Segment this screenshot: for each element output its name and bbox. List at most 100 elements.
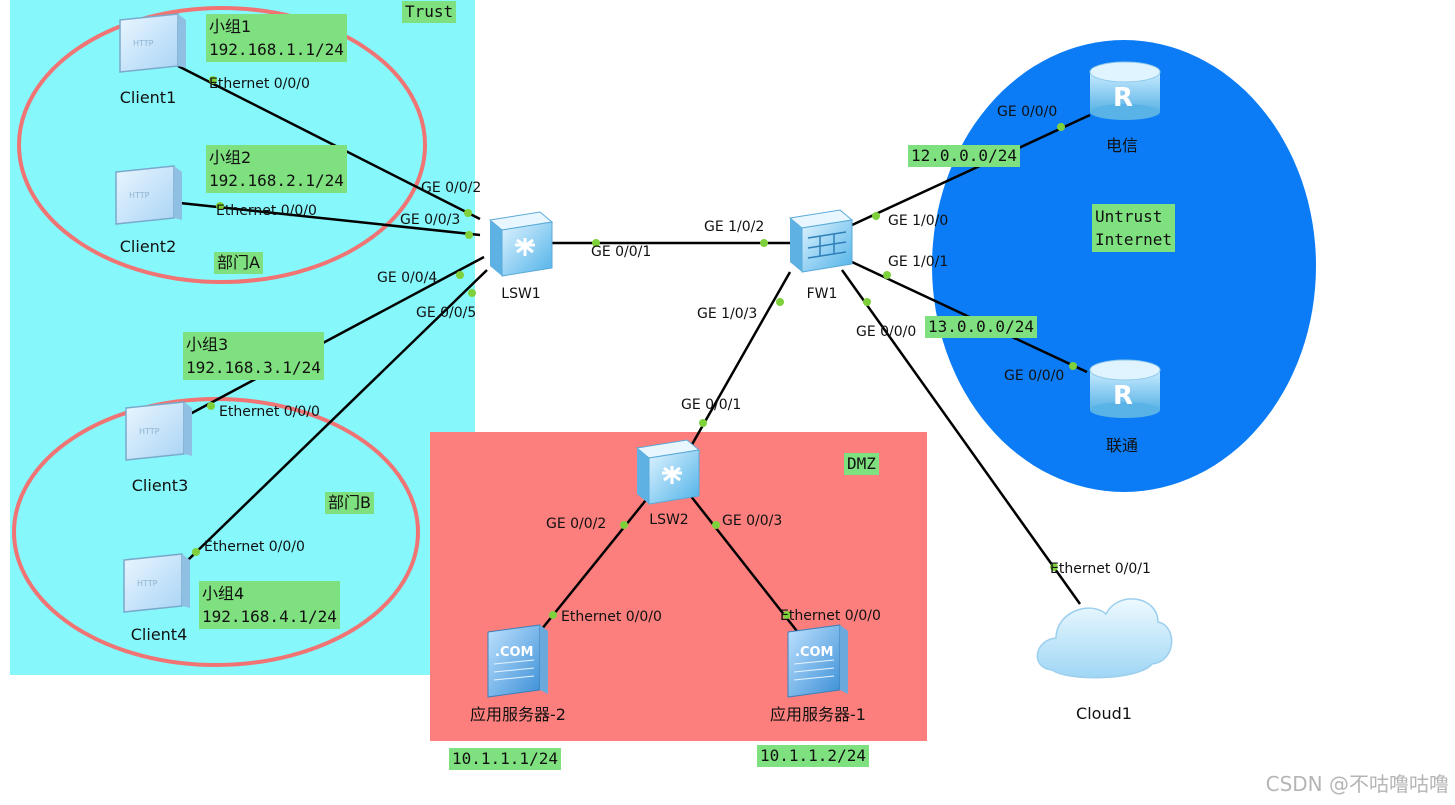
client2-port-label: Ethernet 0/0/0 bbox=[216, 203, 317, 219]
lsw1-g4-label: GE 0/0/4 bbox=[377, 270, 438, 286]
svg-text:R: R bbox=[1113, 381, 1133, 411]
client1-label: Client1 bbox=[119, 88, 177, 107]
port-dot bbox=[883, 271, 891, 279]
port-dot bbox=[760, 239, 768, 247]
client3-label: Client3 bbox=[131, 476, 189, 495]
port-dot bbox=[863, 298, 871, 306]
port-dot bbox=[592, 239, 600, 247]
telecom-subnet-label: 12.0.0.0/24 bbox=[908, 145, 1020, 167]
untrust-zone-label: Untrust Internet bbox=[1092, 204, 1176, 252]
port-dot bbox=[209, 76, 217, 84]
group3-name: 小组3 bbox=[186, 335, 229, 354]
client4-label: Client4 bbox=[130, 625, 188, 644]
server1-icon: .COM bbox=[787, 624, 848, 698]
group2-label: 小组2 192.168.2.1/24 bbox=[206, 145, 347, 193]
port-dot bbox=[468, 289, 476, 297]
svg-text:HTTP: HTTP bbox=[139, 427, 160, 436]
port-dot bbox=[776, 298, 784, 306]
unicom-subnet-label: 13.0.0.0/24 bbox=[925, 316, 1037, 338]
trust-zone-label: Trust bbox=[402, 1, 457, 23]
port-dot bbox=[783, 611, 791, 619]
lsw1-g3-label: GE 0/0/3 bbox=[400, 212, 461, 228]
link-lsw2-server2 bbox=[536, 494, 651, 636]
cloud1-port-label: Ethernet 0/0/1 bbox=[1050, 561, 1151, 577]
port-dot bbox=[464, 209, 472, 217]
dmz-zone-label: DMZ bbox=[844, 453, 879, 475]
link-client1-lsw1 bbox=[177, 64, 481, 221]
server2-subnet-label: 10.1.1.1/24 bbox=[449, 748, 561, 770]
department-a-label: 部门A bbox=[214, 252, 263, 274]
port-dot bbox=[620, 521, 628, 529]
port-dot bbox=[1069, 362, 1077, 370]
client3-icon: HTTP bbox=[125, 401, 192, 461]
unicom-port-label: GE 0/0/0 bbox=[1004, 368, 1065, 384]
client2-label: Client2 bbox=[119, 237, 177, 256]
link-fw1-cloud1 bbox=[840, 269, 1082, 605]
server1-subnet-label: 10.1.1.2/24 bbox=[757, 745, 869, 767]
link-fw1-lsw2 bbox=[688, 271, 792, 449]
svg-text:HTTP: HTTP bbox=[129, 191, 150, 200]
lsw2-label: LSW2 bbox=[649, 512, 689, 528]
lsw2-g2-label: GE 0/0/2 bbox=[546, 516, 607, 532]
group4-subnet: 192.168.4.1/24 bbox=[202, 607, 337, 626]
svg-text:.COM: .COM bbox=[795, 645, 833, 660]
telecom-router-icon: R bbox=[1089, 61, 1161, 120]
lsw2-g1-label: GE 0/0/1 bbox=[681, 397, 742, 413]
client4-port-label: Ethernet 0/0/0 bbox=[204, 539, 305, 555]
group4-label: 小组4 192.168.4.1/24 bbox=[199, 581, 340, 629]
cloud1-label: Cloud1 bbox=[1076, 704, 1132, 723]
client1-icon: HTTP bbox=[119, 13, 186, 73]
lsw1-g5-label: GE 0/0/5 bbox=[416, 305, 477, 321]
port-dot bbox=[216, 202, 224, 210]
untrust-label-line1: Untrust bbox=[1095, 207, 1163, 226]
fw1-label: FW1 bbox=[806, 286, 838, 302]
fw1-g103-label: GE 1/0/3 bbox=[697, 306, 758, 322]
group1-name: 小组1 bbox=[209, 17, 252, 36]
svg-text:HTTP: HTTP bbox=[137, 579, 158, 588]
port-dot bbox=[192, 548, 200, 556]
server2-icon: .COM bbox=[487, 624, 548, 698]
untrust-label-line2: Internet bbox=[1095, 230, 1173, 249]
port-dot bbox=[712, 521, 720, 529]
cloud1-icon bbox=[1036, 598, 1173, 679]
link-fw1-telecom bbox=[851, 113, 1091, 227]
fw1-g100-label: GE 1/0/0 bbox=[888, 213, 949, 229]
watermark-text: CSDN @不咕噜咕噜 bbox=[1265, 772, 1449, 796]
group3-subnet: 192.168.3.1/24 bbox=[186, 358, 321, 377]
group3-label: 小组3 192.168.3.1/24 bbox=[183, 332, 324, 380]
svg-text:.COM: .COM bbox=[495, 645, 533, 660]
client4-icon: HTTP bbox=[123, 553, 190, 613]
lsw1-g1-label: GE 0/0/1 bbox=[591, 244, 652, 260]
port-dot bbox=[1057, 123, 1065, 131]
server1-label: 应用服务器-1 bbox=[770, 705, 866, 724]
fw1-g101-label: GE 1/0/1 bbox=[888, 254, 949, 270]
lsw1-g2-label: GE 0/0/2 bbox=[421, 180, 482, 196]
server1-port-label: Ethernet 0/0/0 bbox=[780, 608, 881, 624]
link-client4-lsw1 bbox=[187, 269, 488, 561]
port-dot bbox=[549, 611, 557, 619]
group1-label: 小组1 192.168.1.1/24 bbox=[206, 14, 347, 62]
port-dot bbox=[456, 271, 464, 279]
fw1-g102-label: GE 1/0/2 bbox=[704, 219, 765, 235]
unicom-label: 联通 bbox=[1105, 436, 1139, 455]
lsw1-switch-icon bbox=[488, 211, 554, 277]
lsw2-switch-icon bbox=[635, 439, 701, 505]
client3-port-label: Ethernet 0/0/0 bbox=[219, 404, 320, 420]
unicom-router-icon: R bbox=[1089, 359, 1161, 418]
link-client3-lsw1 bbox=[189, 255, 485, 416]
svg-text:HTTP: HTTP bbox=[133, 39, 154, 48]
group1-subnet: 192.168.1.1/24 bbox=[209, 40, 344, 59]
link-client2-lsw1 bbox=[179, 201, 481, 237]
lsw1-label: LSW1 bbox=[501, 286, 541, 302]
port-dot bbox=[207, 402, 215, 410]
port-dot bbox=[699, 419, 707, 427]
lsw2-g3-label: GE 0/0/3 bbox=[722, 513, 783, 529]
client2-icon: HTTP bbox=[115, 165, 182, 225]
server2-label: 应用服务器-2 bbox=[470, 705, 566, 724]
port-dot bbox=[1050, 563, 1058, 571]
svg-text:R: R bbox=[1113, 83, 1133, 113]
department-a-ring bbox=[17, 6, 427, 284]
server2-port-label: Ethernet 0/0/0 bbox=[561, 609, 662, 625]
fw1-firewall-icon bbox=[788, 209, 854, 273]
